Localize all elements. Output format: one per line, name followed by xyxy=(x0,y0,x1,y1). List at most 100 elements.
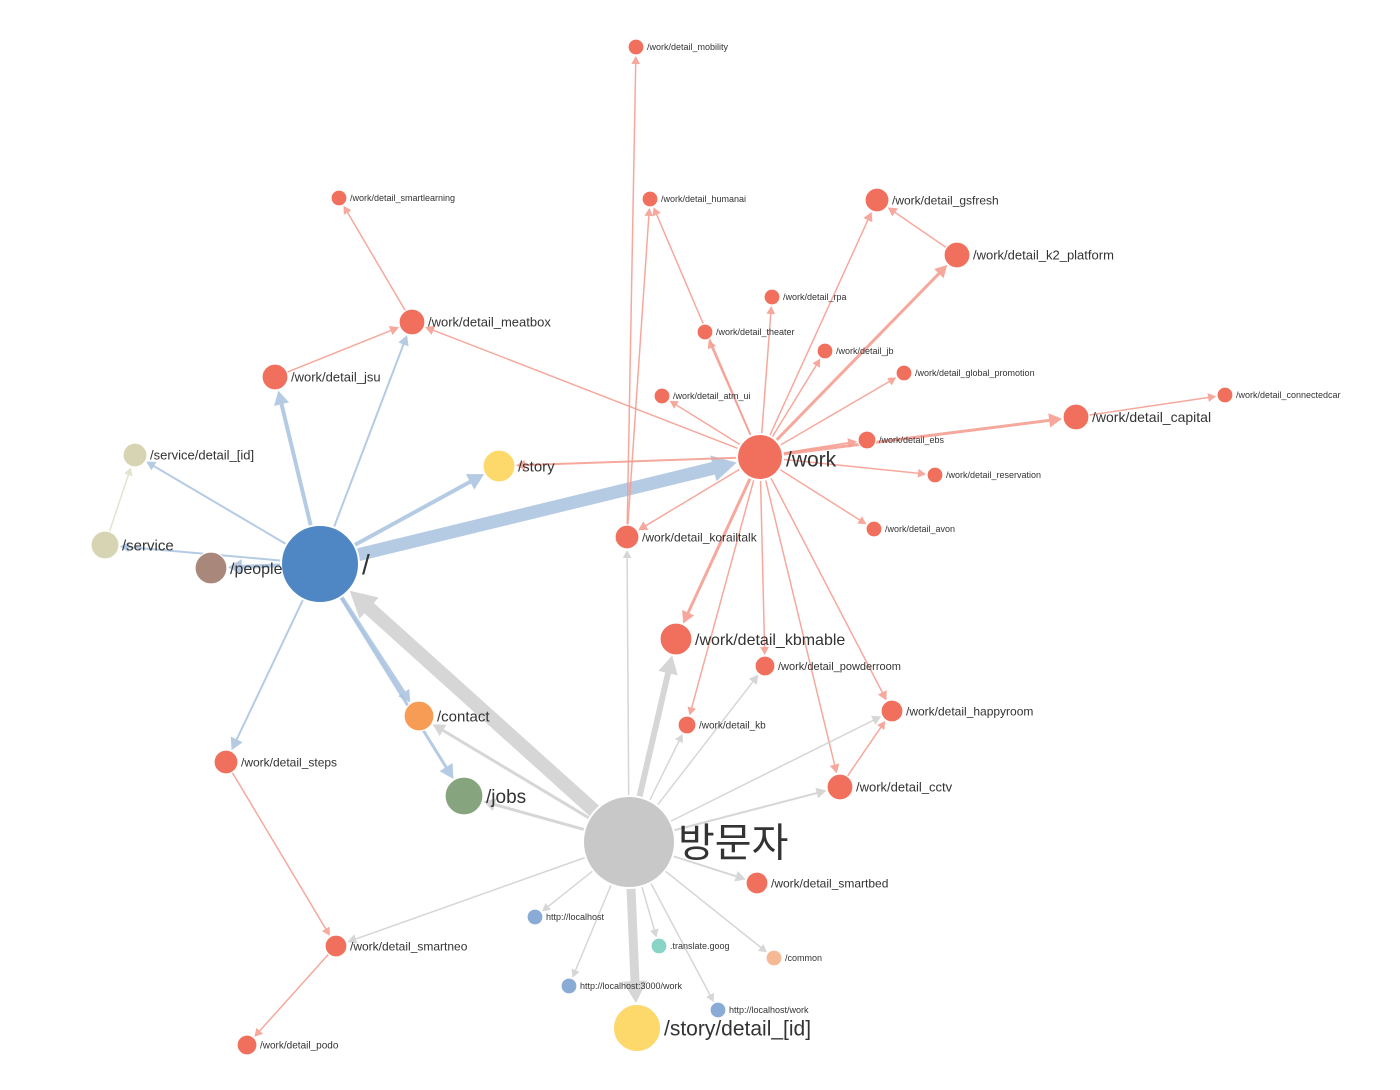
edge-work-to-capital xyxy=(782,413,1063,456)
node-global-circle[interactable] xyxy=(895,364,913,382)
node-theater[interactable]: /work/detail_theater xyxy=(696,323,795,341)
node-atm[interactable]: /work/detail_atm_ui xyxy=(653,387,751,405)
node-capital-circle[interactable] xyxy=(1062,403,1090,431)
node-kb-circle[interactable] xyxy=(677,715,697,735)
node-connectedcar-circle[interactable] xyxy=(1216,386,1234,404)
node-mobility[interactable]: /work/detail_mobility xyxy=(627,38,729,56)
node-story_detail[interactable]: /story/detail_[id] xyxy=(612,1003,811,1053)
node-capital[interactable]: /work/detail_capital xyxy=(1062,403,1211,431)
node-atm-circle[interactable] xyxy=(653,387,671,405)
node-common-circle[interactable] xyxy=(765,949,783,967)
node-localhostwork-circle[interactable] xyxy=(709,1001,727,1019)
node-humanai-circle[interactable] xyxy=(641,190,659,208)
edge-work-to-atm xyxy=(669,400,741,446)
node-people-circle[interactable] xyxy=(194,551,228,585)
node-happyroom[interactable]: /work/detail_happyroom xyxy=(880,699,1033,723)
node-story_detail-circle[interactable] xyxy=(612,1003,662,1053)
node-localhostwork[interactable]: http://localhost/work xyxy=(709,1001,809,1019)
node-smartlearning[interactable]: /work/detail_smartlearning xyxy=(330,189,455,207)
node-localhost3000[interactable]: http://localhost:3000/work xyxy=(560,977,683,995)
node-smartbed[interactable]: /work/detail_smartbed xyxy=(745,871,888,895)
node-kbmable-circle[interactable] xyxy=(659,622,693,656)
node-humanai[interactable]: /work/detail_humanai xyxy=(641,190,746,208)
node-meatbox-circle[interactable] xyxy=(398,308,426,336)
node-steps[interactable]: /work/detail_steps xyxy=(213,749,337,775)
node-cctv-circle[interactable] xyxy=(826,773,854,801)
node-cctv[interactable]: /work/detail_cctv xyxy=(826,773,953,801)
node-work-circle[interactable] xyxy=(736,433,784,481)
node-jsu-circle[interactable] xyxy=(261,363,289,391)
node-service-circle[interactable] xyxy=(90,530,120,560)
node-powderroom[interactable]: /work/detail_powderroom xyxy=(754,655,901,677)
node-smartneo-label: /work/detail_smartneo xyxy=(350,939,468,953)
node-avon[interactable]: /work/detail_avon xyxy=(865,520,955,538)
node-root[interactable]: / xyxy=(280,524,370,604)
node-work[interactable]: /work xyxy=(736,433,837,481)
node-translate[interactable]: .translate.goog xyxy=(650,937,730,955)
node-steps-circle[interactable] xyxy=(213,749,239,775)
node-service_detail-circle[interactable] xyxy=(122,442,148,468)
edge-work-to-story xyxy=(515,456,738,471)
node-korailtalk[interactable]: /work/detail_korailtalk xyxy=(614,524,758,550)
node-podo[interactable]: /work/detail_podo xyxy=(236,1034,339,1056)
node-connectedcar-label: /work/detail_connectedcar xyxy=(1236,390,1341,400)
node-smartlearning-circle[interactable] xyxy=(330,189,348,207)
node-jsu[interactable]: /work/detail_jsu xyxy=(261,363,381,391)
node-happyroom-circle[interactable] xyxy=(880,699,904,723)
node-story-circle[interactable] xyxy=(482,449,516,483)
node-kb[interactable]: /work/detail_kb xyxy=(677,715,766,735)
node-avon-circle[interactable] xyxy=(865,520,883,538)
edge-work-to-powderroom xyxy=(759,479,769,656)
node-work-label: /work xyxy=(786,449,837,472)
edge-work-to-cctv xyxy=(764,479,840,774)
node-visitor-circle[interactable] xyxy=(582,795,676,889)
node-rpa-circle[interactable] xyxy=(763,288,781,306)
node-common[interactable]: /common xyxy=(765,949,822,967)
node-podo-circle[interactable] xyxy=(236,1034,258,1056)
node-meatbox[interactable]: /work/detail_meatbox xyxy=(398,308,551,336)
edge-layer xyxy=(108,55,1217,1037)
node-story[interactable]: /story xyxy=(482,449,555,483)
node-jb[interactable]: /work/detail_jb xyxy=(816,342,894,360)
node-reservation-circle[interactable] xyxy=(926,466,944,484)
node-service_detail[interactable]: /service/detail_[id] xyxy=(122,442,254,468)
node-localhost3000-circle[interactable] xyxy=(560,977,578,995)
node-localhost[interactable]: http://localhost xyxy=(526,908,605,926)
edge-work-to-korailtalk xyxy=(638,468,741,531)
node-gsfresh[interactable]: /work/detail_gsfresh xyxy=(864,187,999,213)
edge-visitor-to-localhost3000 xyxy=(571,884,612,978)
node-localhost-circle[interactable] xyxy=(526,908,544,926)
node-mobility-circle[interactable] xyxy=(627,38,645,56)
node-contact[interactable]: /contact xyxy=(403,700,490,732)
node-ebs-label: /work/detail_ebs xyxy=(879,435,945,445)
node-reservation[interactable]: /work/detail_reservation xyxy=(926,466,1041,484)
node-jobs-circle[interactable] xyxy=(444,776,484,816)
node-people[interactable]: /people xyxy=(194,551,283,585)
node-powderroom-circle[interactable] xyxy=(754,655,776,677)
node-smartneo[interactable]: /work/detail_smartneo xyxy=(324,934,468,958)
node-jobs[interactable]: /jobs xyxy=(444,776,526,816)
node-theater-circle[interactable] xyxy=(696,323,714,341)
node-service[interactable]: /service xyxy=(90,530,174,560)
node-kbmable[interactable]: /work/detail_kbmable xyxy=(659,622,845,656)
node-jb-circle[interactable] xyxy=(816,342,834,360)
node-rpa[interactable]: /work/detail_rpa xyxy=(763,288,847,306)
node-k2[interactable]: /work/detail_k2_platform xyxy=(943,241,1114,269)
node-gsfresh-label: /work/detail_gsfresh xyxy=(892,193,999,207)
node-atm-label: /work/detail_atm_ui xyxy=(673,391,751,401)
node-smartbed-circle[interactable] xyxy=(745,871,769,895)
node-ebs-circle[interactable] xyxy=(857,430,877,450)
node-avon-label: /work/detail_avon xyxy=(885,524,955,534)
node-contact-circle[interactable] xyxy=(403,700,435,732)
node-root-circle[interactable] xyxy=(280,524,360,604)
node-smartneo-circle[interactable] xyxy=(324,934,348,958)
node-visitor[interactable]: 방문자 xyxy=(582,795,788,889)
node-korailtalk-circle[interactable] xyxy=(614,524,640,550)
node-gsfresh-circle[interactable] xyxy=(864,187,890,213)
node-k2-circle[interactable] xyxy=(943,241,971,269)
edge-root-to-service_detail xyxy=(146,461,287,546)
node-ebs[interactable]: /work/detail_ebs xyxy=(857,430,945,450)
node-connectedcar[interactable]: /work/detail_connectedcar xyxy=(1216,386,1341,404)
node-translate-circle[interactable] xyxy=(650,937,668,955)
node-global[interactable]: /work/detail_global_promotion xyxy=(895,364,1035,382)
